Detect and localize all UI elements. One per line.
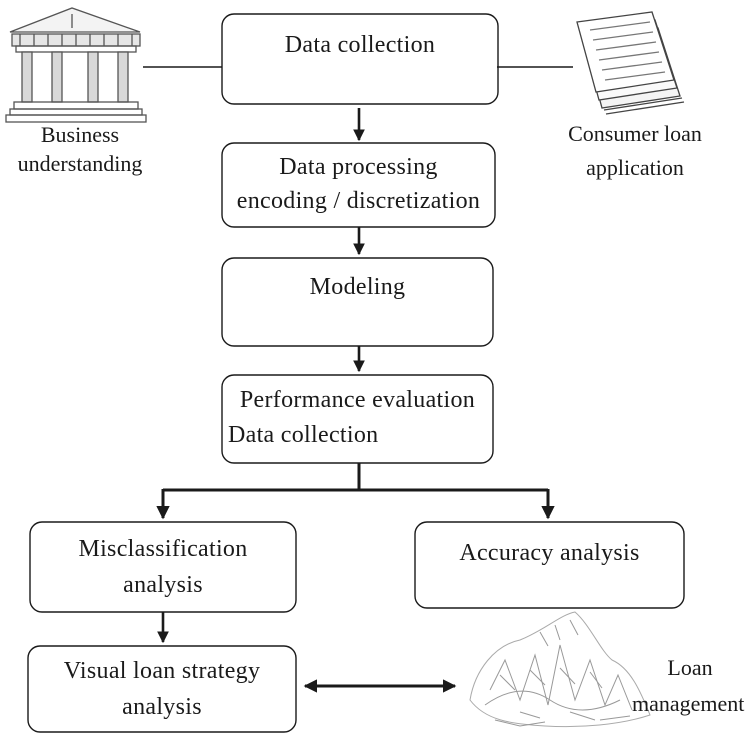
data-collection-label: Data collection: [284, 32, 436, 58]
consumer-label-line2: application: [586, 155, 684, 180]
loan-management-label-line1: Loan: [667, 655, 713, 680]
bank-building-icon: [5, 7, 147, 123]
loan-management-sketch-icon: [469, 611, 651, 728]
business-label-line2: understanding: [17, 151, 143, 176]
visual-strategy-label-line2: analysis: [122, 694, 202, 720]
misclassification-label-line1: Misclassification: [78, 536, 248, 562]
accuracy-analysis-label: Accuracy analysis: [459, 540, 640, 566]
data-processing-label-line1: Data processing: [279, 154, 438, 180]
consumer-label-line1: Consumer loan: [568, 121, 702, 146]
modeling-label: Modeling: [309, 274, 406, 300]
misclassification-label-line2: analysis: [123, 572, 203, 598]
data-processing-label-line2: encoding / discretization: [236, 188, 481, 214]
data-collection-box: [221, 13, 499, 105]
business-label-line1: Business: [40, 122, 120, 147]
paper-stack-icon: [576, 11, 685, 115]
accuracy-analysis-box: [414, 521, 685, 609]
loan-management-label-line2: management: [632, 691, 745, 716]
modeling-box: [221, 257, 494, 347]
performance-label-line1: Performance evaluation: [239, 387, 476, 413]
visual-strategy-box: [27, 645, 297, 733]
performance-label-line2: Data collection: [228, 422, 379, 448]
visual-strategy-label-line1: Visual loan strategy: [63, 658, 261, 684]
